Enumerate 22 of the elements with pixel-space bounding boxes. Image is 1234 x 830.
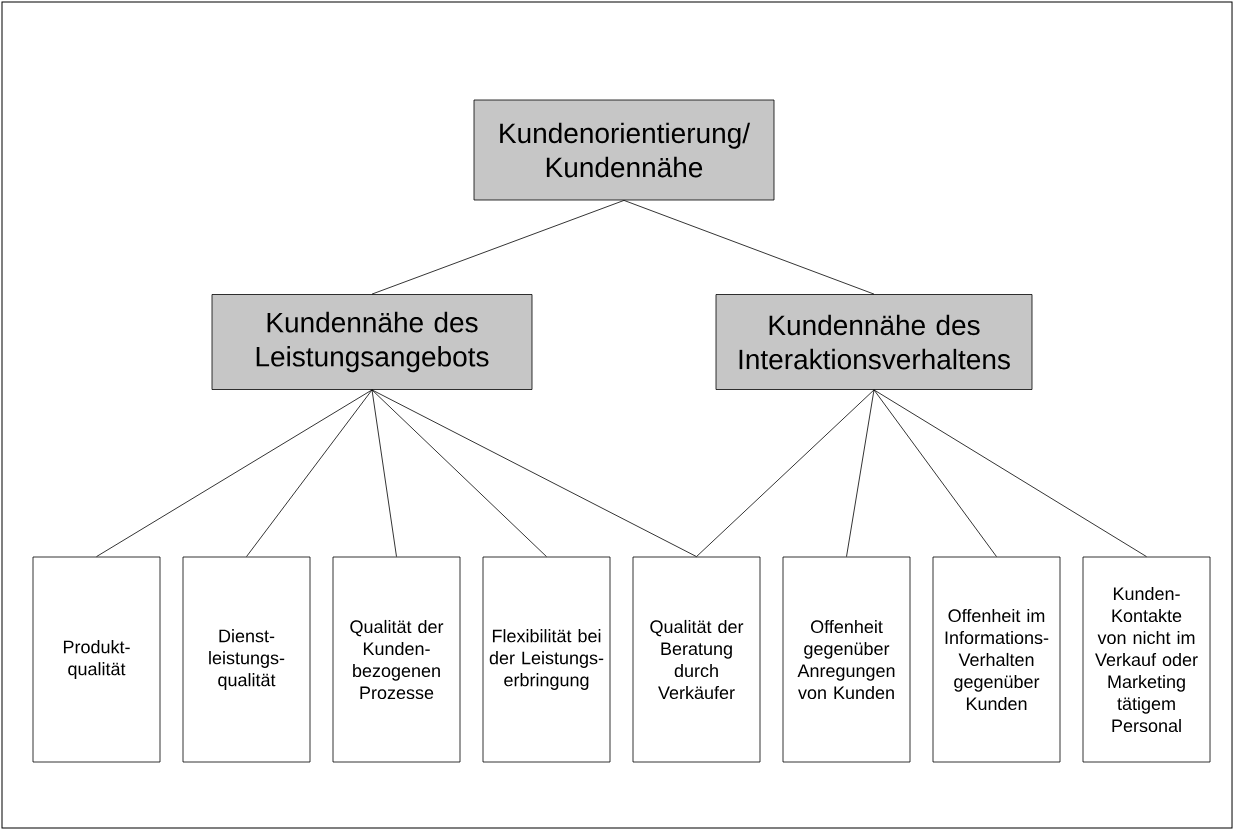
criterion-box: Qualität der Beratung durch Verkäufer <box>632 556 761 763</box>
connector-line <box>846 389 875 557</box>
connector-line <box>371 389 697 557</box>
connector-line <box>371 389 547 557</box>
category-box: Kundennähe des Leistungsangebots <box>211 294 533 390</box>
connector-line <box>623 200 875 295</box>
criterion-box: Qualität der Kunden- bezogenen Prozesse <box>332 556 461 763</box>
connector-line <box>96 389 373 557</box>
category-box: Kundennähe des Interaktionsverhaltens <box>715 294 1033 390</box>
connector-line <box>696 389 875 557</box>
connector-line <box>873 389 1147 557</box>
criterion-box: Offenheit gegenüber Anregungen von Kunden <box>782 556 911 763</box>
connector-line <box>873 389 997 557</box>
criterion-box: Produkt- qualität <box>32 556 161 763</box>
criterion-box: Offenheit im Informations- Verhalten gegenüber Kunden <box>932 556 1061 763</box>
connector-line <box>246 389 373 557</box>
connector-line <box>371 200 625 295</box>
criterion-box: Dienst- leistungs- qualität <box>182 556 311 763</box>
criterion-box: Kunden- Kontakte von nicht im Verkauf oder Marketing tätigem Personal <box>1082 556 1211 763</box>
criterion-box: Flexibilität bei der Leistungs- erbringung <box>482 556 611 763</box>
connector-line <box>371 389 397 557</box>
heading-box: Kundenorientierung/ Kundennähe <box>473 99 775 201</box>
